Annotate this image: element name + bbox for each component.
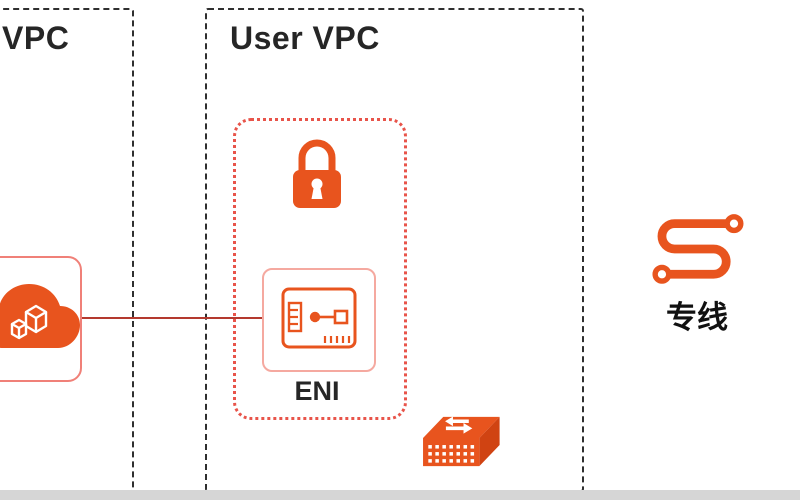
left-vpc-box: [0, 8, 134, 492]
connector-line: [70, 317, 266, 319]
user-vpc-label: User VPC: [230, 20, 380, 56]
switch-icon: [416, 396, 504, 480]
eni-label: ENI: [294, 376, 340, 406]
leased-line-label: 专线: [666, 300, 728, 335]
cloud-service-box: [0, 256, 82, 382]
lock-icon: [285, 138, 349, 212]
bottom-strip: [0, 490, 800, 500]
security-group-box: [233, 118, 407, 420]
eni-card: [262, 268, 376, 372]
leased-line-icon: [643, 210, 751, 284]
network-interface-icon: [280, 286, 358, 355]
left-vpc-label: VPC: [2, 20, 70, 56]
